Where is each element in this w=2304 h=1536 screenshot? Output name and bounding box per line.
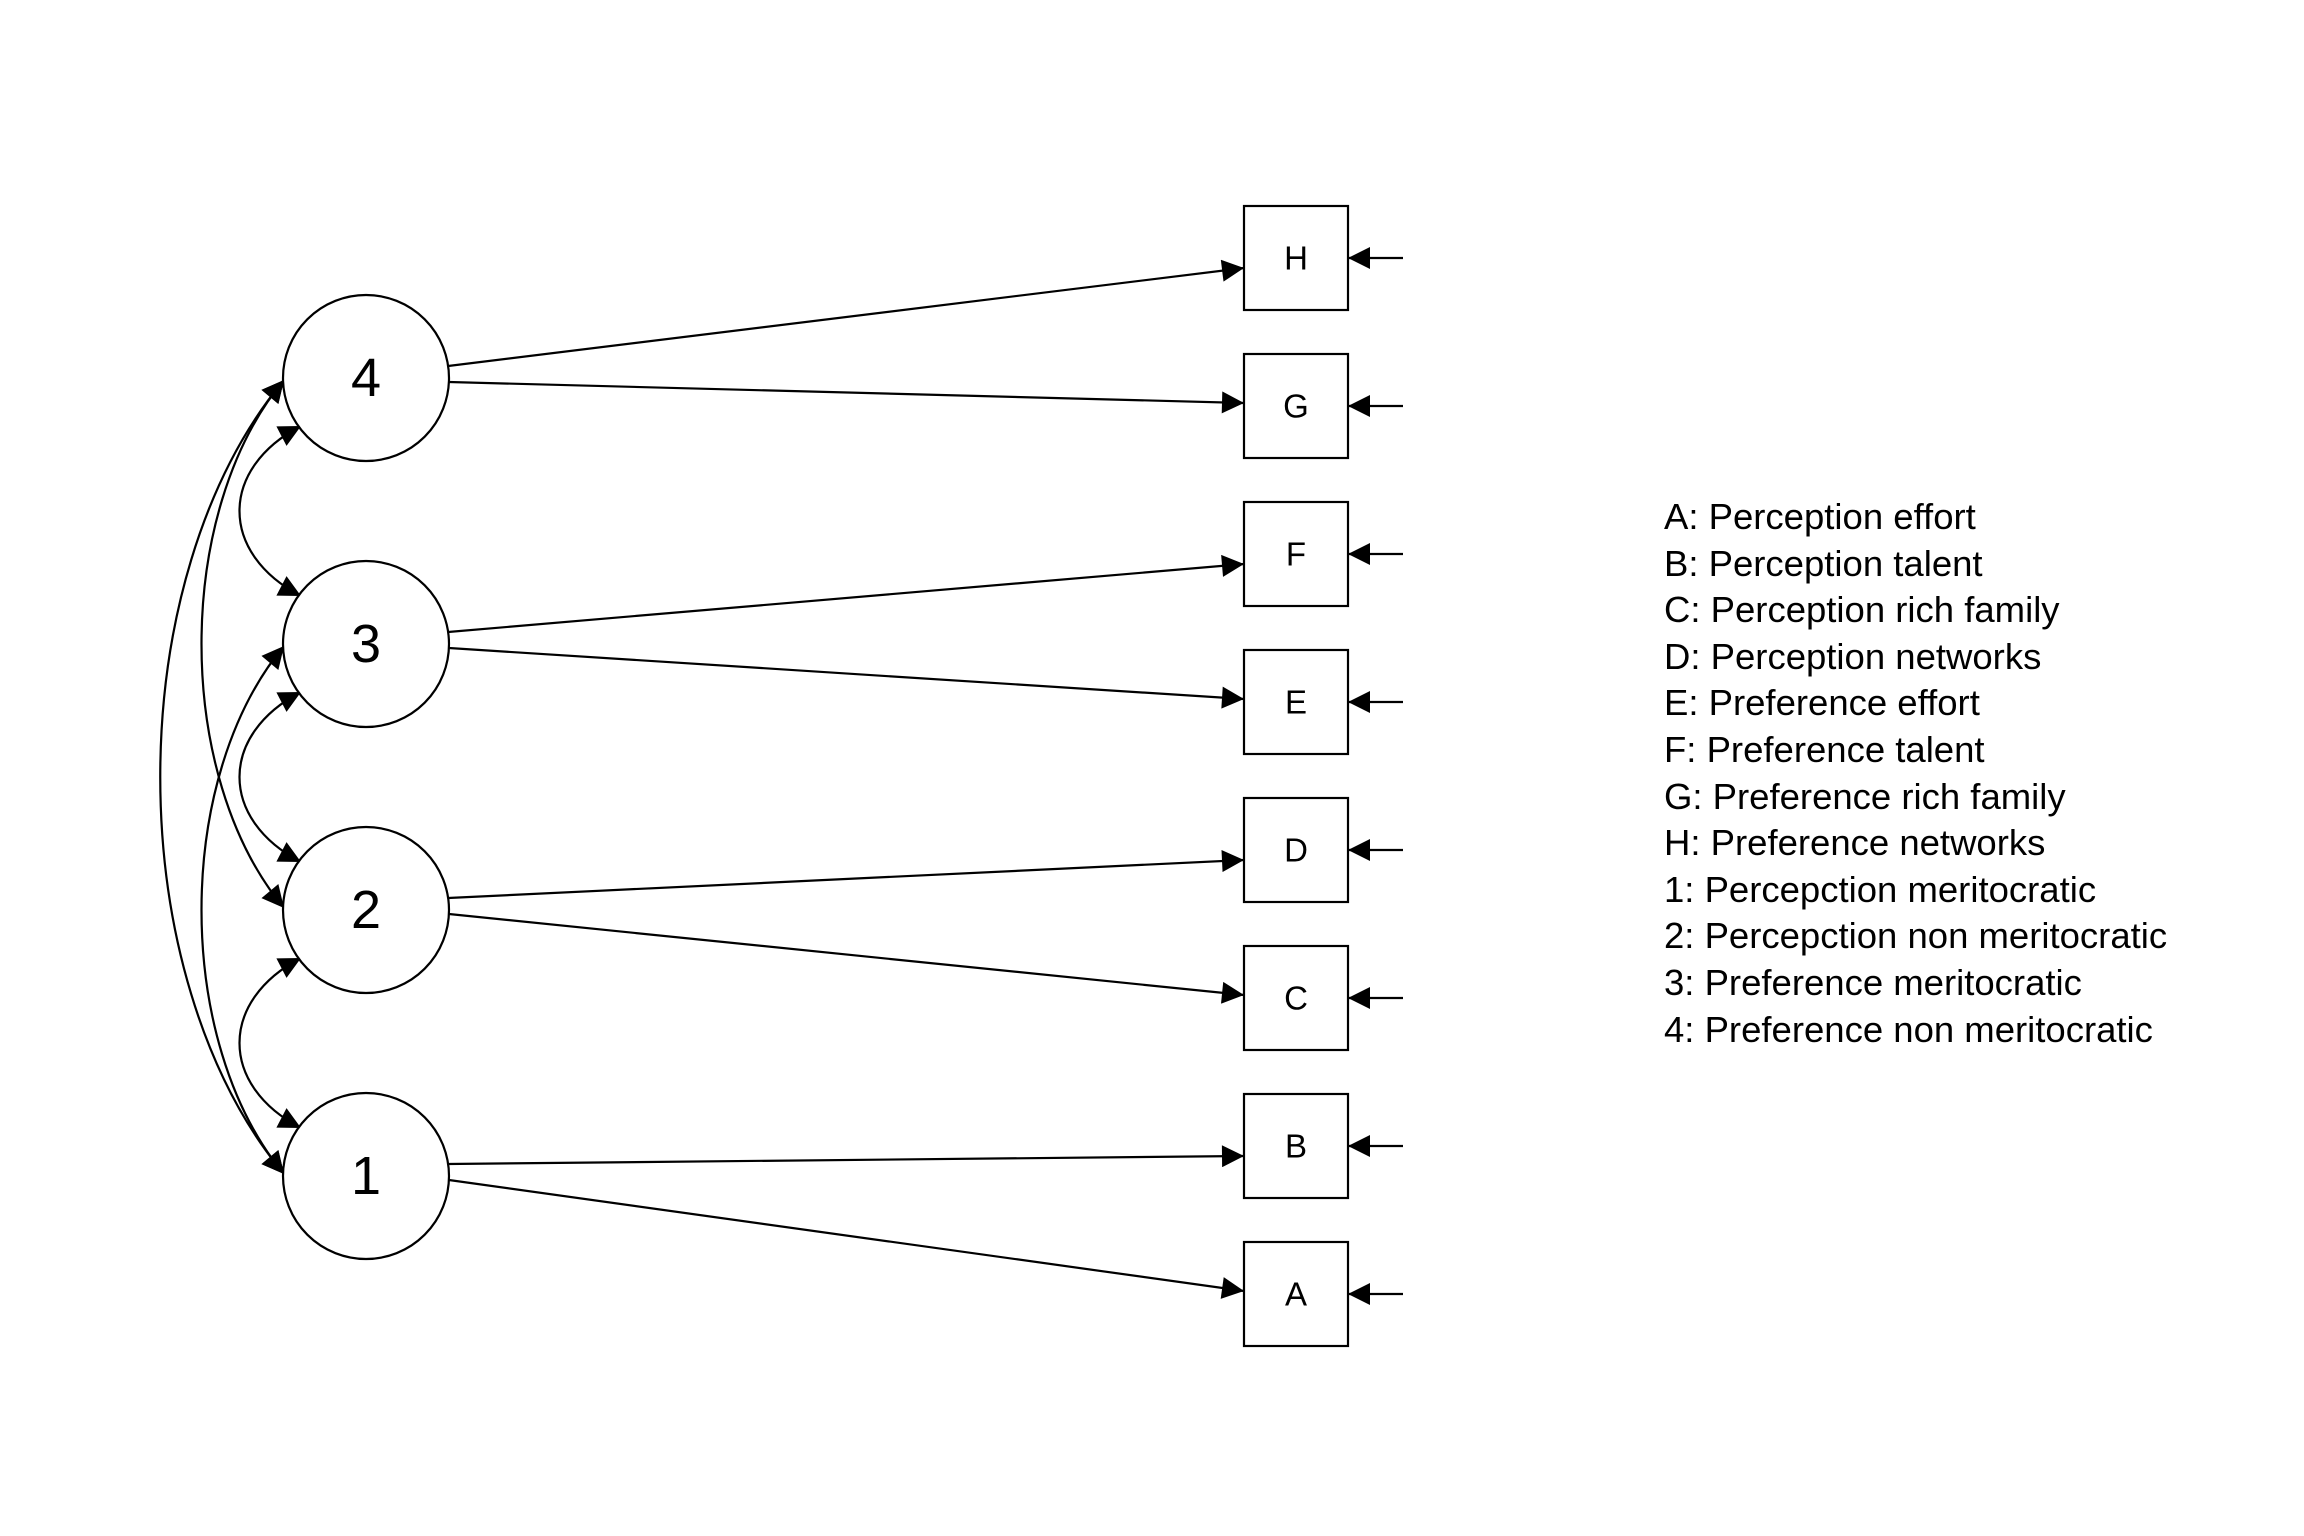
latent-factor-1: 1 <box>281 1091 451 1261</box>
indicator-label: G <box>1283 388 1309 425</box>
latent-label: 3 <box>351 614 381 674</box>
latent-label: 1 <box>351 1146 381 1206</box>
indicator-label: E <box>1285 684 1307 721</box>
legend-item: C: Perception rich family <box>1664 589 2060 631</box>
indicator-F: F <box>1242 500 1350 608</box>
loading-arrow <box>448 380 1245 414</box>
indicator-H: H <box>1242 204 1350 312</box>
indicator-box <box>1242 944 1350 1052</box>
indicator-box <box>1242 500 1350 608</box>
latent-factor-4: 4 <box>281 293 451 463</box>
latent-factor-3: 3 <box>281 559 451 729</box>
latent-label: 4 <box>351 348 381 408</box>
loading-arrow <box>448 646 1245 709</box>
legend-item: 3: Preference meritocratic <box>1664 961 2082 1003</box>
indicator-E: E <box>1242 648 1350 756</box>
latent-label: 2 <box>351 880 381 940</box>
covariance-arc <box>238 957 302 1129</box>
legend-item: 1: Percepction meritocratic <box>1664 868 2097 910</box>
indicator-box <box>1242 1240 1350 1348</box>
indicator-C: C <box>1242 944 1350 1052</box>
legend-item: 4: Preference non meritocratic <box>1664 1008 2153 1050</box>
indicator-G: G <box>1242 352 1350 460</box>
loading-arrow <box>448 554 1245 634</box>
latent-circle <box>281 825 451 995</box>
legend: A: Perception effort B: Perception talen… <box>1664 494 2167 1053</box>
indicator-B: B <box>1242 1092 1350 1200</box>
indicator-label: H <box>1284 240 1308 277</box>
loading-arrow <box>448 1145 1245 1168</box>
loading-arrow <box>448 850 1245 900</box>
legend-item: H: Preference networks <box>1664 822 2046 864</box>
latent-circle <box>281 293 451 463</box>
loading-arrow <box>448 912 1245 1004</box>
covariance-arc <box>200 379 285 909</box>
indicator-A: A <box>1242 1240 1350 1348</box>
indicator-box <box>1242 352 1350 460</box>
indicator-label: B <box>1285 1128 1307 1165</box>
indicator-box <box>1242 204 1350 312</box>
covariance-arc <box>200 645 285 1175</box>
legend-item: 2: Percepction non meritocratic <box>1664 915 2168 957</box>
covariance-arc <box>238 425 302 597</box>
legend-item: B: Perception talent <box>1664 542 1983 584</box>
latent-circle <box>281 559 451 729</box>
loading-arrow <box>447 259 1245 368</box>
legend-item: A: Perception effort <box>1664 496 1976 537</box>
legend-item: F: Preference talent <box>1664 728 1985 770</box>
indicator-box <box>1242 648 1350 756</box>
legend-item: D: Perception networks <box>1664 635 2042 677</box>
legend-item: G: Preference rich family <box>1664 775 2066 817</box>
indicator-D: D <box>1242 796 1350 904</box>
indicator-box <box>1242 796 1350 904</box>
indicator-label: C <box>1284 980 1308 1017</box>
indicator-box <box>1242 1092 1350 1200</box>
legend-item: E: Preference effort <box>1664 682 1980 724</box>
latent-factor-2: 2 <box>281 825 451 995</box>
indicator-label: A <box>1285 1276 1307 1313</box>
latent-circle <box>281 1091 451 1261</box>
covariance-arc <box>238 691 302 863</box>
covariance-arc <box>159 379 285 1175</box>
indicator-label: D <box>1284 832 1308 869</box>
loading-arrow <box>448 1178 1245 1299</box>
indicator-label: F <box>1286 536 1306 573</box>
